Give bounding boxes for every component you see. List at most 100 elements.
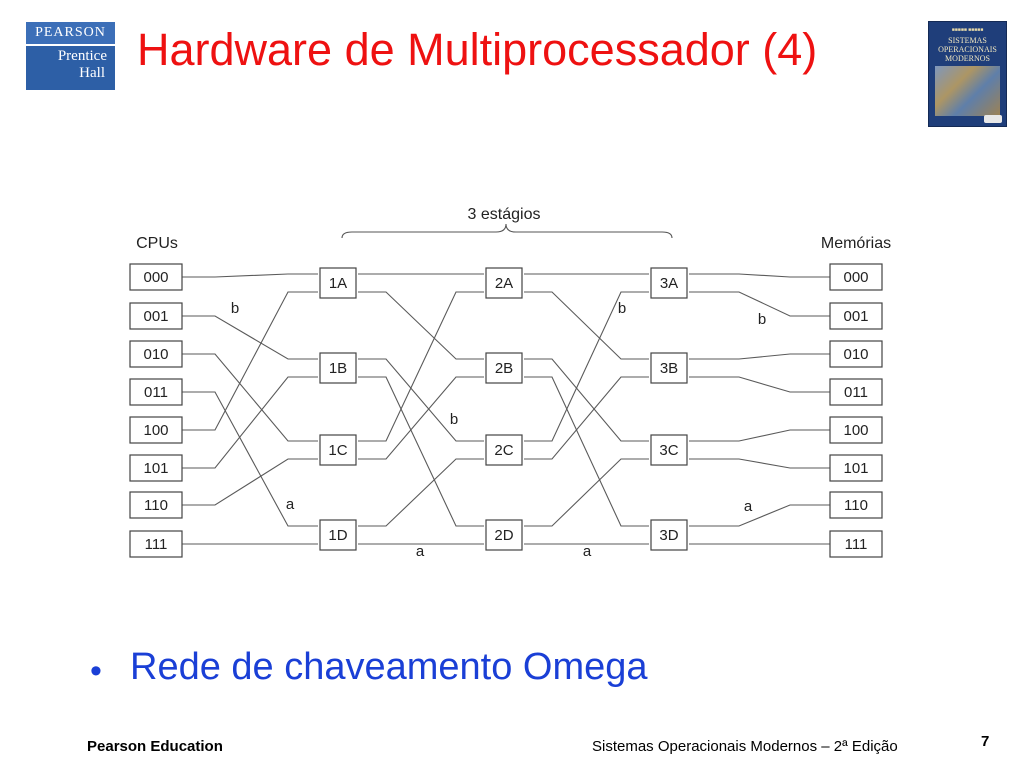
switch-box — [485, 267, 523, 299]
path-label: a — [744, 498, 753, 515]
path-label: a — [583, 543, 592, 560]
wire-stage-link — [358, 291, 484, 442]
wire-stage3-to-memory — [689, 353, 830, 360]
memory-label: 011 — [844, 384, 868, 401]
memory-box — [829, 378, 883, 406]
wire-stage-link — [358, 376, 484, 460]
cpu-label: 100 — [143, 422, 168, 439]
logo-prentice-text: Prentice — [57, 48, 107, 64]
memory-label: 100 — [843, 422, 868, 439]
cpu-box — [129, 340, 183, 368]
wire-stage-link — [358, 376, 484, 527]
memory-box — [829, 491, 883, 519]
memory-box — [829, 454, 883, 482]
cpu-label: 101 — [143, 460, 168, 477]
book-cover-publisher-mark — [984, 115, 1002, 123]
switch-box — [319, 519, 357, 551]
switch-box — [319, 434, 357, 466]
memories-label: Memórias — [821, 235, 891, 252]
cpu-label: 110 — [144, 497, 168, 514]
cpus-label: CPUs — [136, 235, 178, 252]
wire-stage-link — [358, 358, 484, 442]
slide-title: Hardware de Multiprocessador (4) — [137, 24, 818, 75]
wire-stage3-to-memory — [689, 458, 830, 469]
switch-box — [650, 434, 688, 466]
path-label: b — [758, 311, 766, 328]
wire-stage3-to-memory — [689, 504, 830, 527]
page-number: 7 — [981, 733, 990, 750]
cpu-box — [129, 416, 183, 444]
wire-stage3-to-memory — [689, 291, 830, 317]
memory-box — [829, 340, 883, 368]
book-cover-image: ■■■■■ ■■■■■ SISTEMAS OPERACIONAIS MODERN… — [928, 21, 1007, 127]
switch-box — [650, 267, 688, 299]
logo-hall-text: Hall — [79, 65, 105, 81]
wire-cpu-to-stage1 — [182, 353, 318, 442]
pearson-prentice-hall-logo: PEARSON Prentice Hall — [26, 22, 115, 90]
cpu-box — [129, 491, 183, 519]
wire-stage-link — [524, 458, 649, 527]
wire-stage-link — [524, 291, 649, 360]
memory-label: 010 — [843, 346, 868, 363]
switch-label: 1C — [328, 442, 347, 459]
memory-label: 101 — [843, 460, 868, 477]
wire-stage-link — [524, 376, 649, 527]
network-boxes: 000 001 010 011 100 101 110 111 000 001 010 011 100 1… — [129, 263, 883, 558]
stages-label: 3 estágios — [468, 206, 541, 223]
wire-cpu-to-stage1 — [182, 458, 318, 506]
wire-cpu-to-stage1 — [182, 391, 318, 527]
switch-box — [485, 352, 523, 384]
path-label: b — [450, 411, 458, 428]
memory-box — [829, 530, 883, 558]
switch-label: 3C — [659, 442, 678, 459]
cpu-box — [129, 378, 183, 406]
wire-stage3-to-memory — [689, 429, 830, 442]
memory-label: 001 — [843, 308, 868, 325]
wire-stage-link — [524, 358, 649, 442]
wire-stage3-to-memory — [689, 273, 830, 278]
cpu-box — [129, 454, 183, 482]
switch-box — [319, 352, 357, 384]
switch-label: 2C — [494, 442, 513, 459]
switch-box — [650, 519, 688, 551]
switch-box — [319, 267, 357, 299]
switch-label: 2B — [495, 360, 513, 377]
logo-pearson-text: PEARSON — [26, 22, 115, 46]
switch-label: 3D — [659, 527, 678, 544]
switch-label: 2A — [495, 275, 513, 292]
switch-box — [650, 352, 688, 384]
cpu-label: 111 — [145, 536, 168, 553]
footer-publisher: Pearson Education — [87, 738, 223, 755]
wire-cpu-to-stage1 — [182, 315, 318, 360]
cpu-label: 010 — [143, 346, 168, 363]
memory-box — [829, 263, 883, 291]
cpu-label: 011 — [144, 384, 168, 401]
book-cover-art — [935, 66, 1000, 116]
stages-brace — [341, 223, 673, 239]
wire-stage-link — [358, 458, 484, 527]
book-cover-author: ■■■■■ ■■■■■ — [951, 28, 984, 33]
switch-label: 3B — [660, 360, 678, 377]
switch-label: 1A — [329, 275, 347, 292]
wire-stage3-to-memory — [689, 376, 830, 393]
wire-stage-link — [358, 291, 484, 360]
path-label: b — [231, 300, 239, 317]
path-label: a — [416, 543, 425, 560]
cpu-box — [129, 530, 183, 558]
memory-label: 000 — [843, 269, 868, 286]
switch-label: 3A — [660, 275, 678, 292]
path-label: b — [618, 300, 626, 317]
network-wires — [182, 273, 830, 545]
wire-cpu-to-stage1 — [182, 376, 318, 469]
switch-label: 2D — [494, 527, 513, 544]
cpu-label: 001 — [143, 308, 168, 325]
memory-box — [829, 302, 883, 330]
switch-box — [485, 519, 523, 551]
cpu-label: 000 — [143, 269, 168, 286]
path-label: a — [286, 496, 295, 513]
switch-label: 1D — [328, 527, 347, 544]
wire-stage-link — [524, 376, 649, 460]
book-cover-title: SISTEMAS OPERACIONAIS MODERNOS — [938, 36, 997, 63]
